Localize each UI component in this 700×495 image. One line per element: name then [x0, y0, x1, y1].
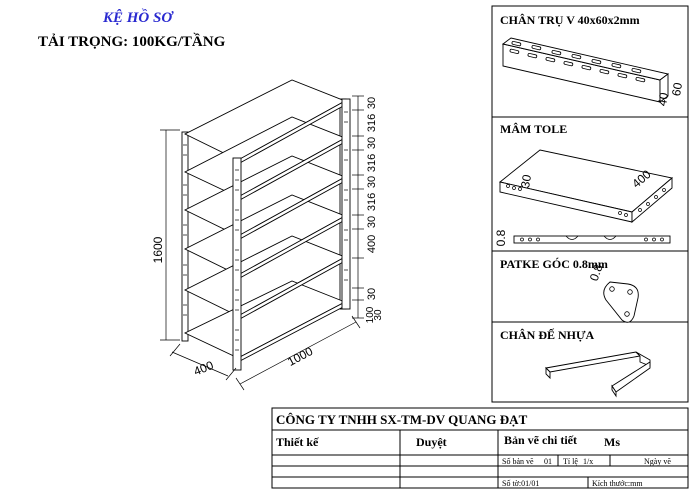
dim-height: 1600: [151, 236, 165, 263]
dim-spacing: 30: [366, 137, 378, 149]
tray-dim-a: 30: [518, 173, 534, 189]
post-front-left: [232, 157, 242, 371]
approver-label: Duyệt: [416, 435, 447, 449]
post-back-left: [181, 131, 189, 342]
post-dim-a: 40: [655, 91, 671, 107]
gusset-thickness: 0.8: [587, 262, 606, 283]
dim-spacing: 30: [366, 97, 378, 109]
dim-spacing: 30: [373, 309, 384, 321]
size-label: Kích thước:mm: [592, 479, 643, 488]
drawing-type-label: Bản vẽ chi tiết: [504, 433, 577, 447]
drawing-title: KỆ HỒ SƠ: [103, 10, 173, 26]
dim-spacing: 316: [366, 114, 378, 132]
tray-thickness: 0.8: [494, 229, 508, 246]
company-name: CÔNG TY TNHH SX-TM-DV QUANG ĐẠT: [276, 412, 528, 427]
post-detail: [501, 37, 670, 103]
drawing-no-label: Số bản vẽ: [502, 457, 534, 466]
parts-panel-frame: [491, 5, 689, 403]
foot-title: CHÂN ĐẾ NHỰA: [500, 328, 595, 342]
shelf-levels: [183, 79, 347, 363]
scale-value: 1/x: [583, 457, 594, 466]
post-title: CHÂN TRỤ V 40x60x2mm: [500, 13, 640, 27]
dim-spacing: 316: [366, 154, 378, 172]
tray-title: MÂM TOLE: [500, 122, 568, 136]
gusset-detail: [603, 281, 639, 323]
shelf-isometric: [181, 79, 351, 371]
sheet-label: Số tờ:01/01: [502, 479, 540, 488]
dim-spacing: 100: [365, 306, 376, 323]
ms-label: Ms: [604, 435, 620, 449]
dim-spacing: 30: [366, 176, 378, 188]
dim-spacing: 30: [366, 216, 378, 228]
dim-depth: 400: [192, 358, 216, 379]
date-label: Ngày vẽ: [644, 457, 671, 466]
gusset-title: PATKE GÓC 0.8mm: [500, 257, 608, 271]
post-holes: [183, 111, 348, 351]
dim-width: 1000: [285, 344, 315, 369]
tray-detail: [498, 149, 673, 244]
dim-spacing: 30: [366, 288, 378, 300]
dimension-lines: [160, 95, 364, 391]
designer-label: Thiết kế: [276, 435, 319, 449]
post-dim-b: 60: [669, 81, 685, 97]
post-front-right: [341, 98, 351, 310]
dim-spacing: 316: [366, 193, 378, 211]
load-capacity: TẢI TRỌNG: 100KG/TẦNG: [38, 34, 226, 50]
title-block-frame: [271, 407, 689, 489]
drawing-no: 01: [544, 457, 552, 466]
foot-detail: [545, 351, 651, 398]
scale-label: Tỉ lệ: [563, 457, 578, 466]
dim-spacing: 400: [366, 235, 378, 253]
